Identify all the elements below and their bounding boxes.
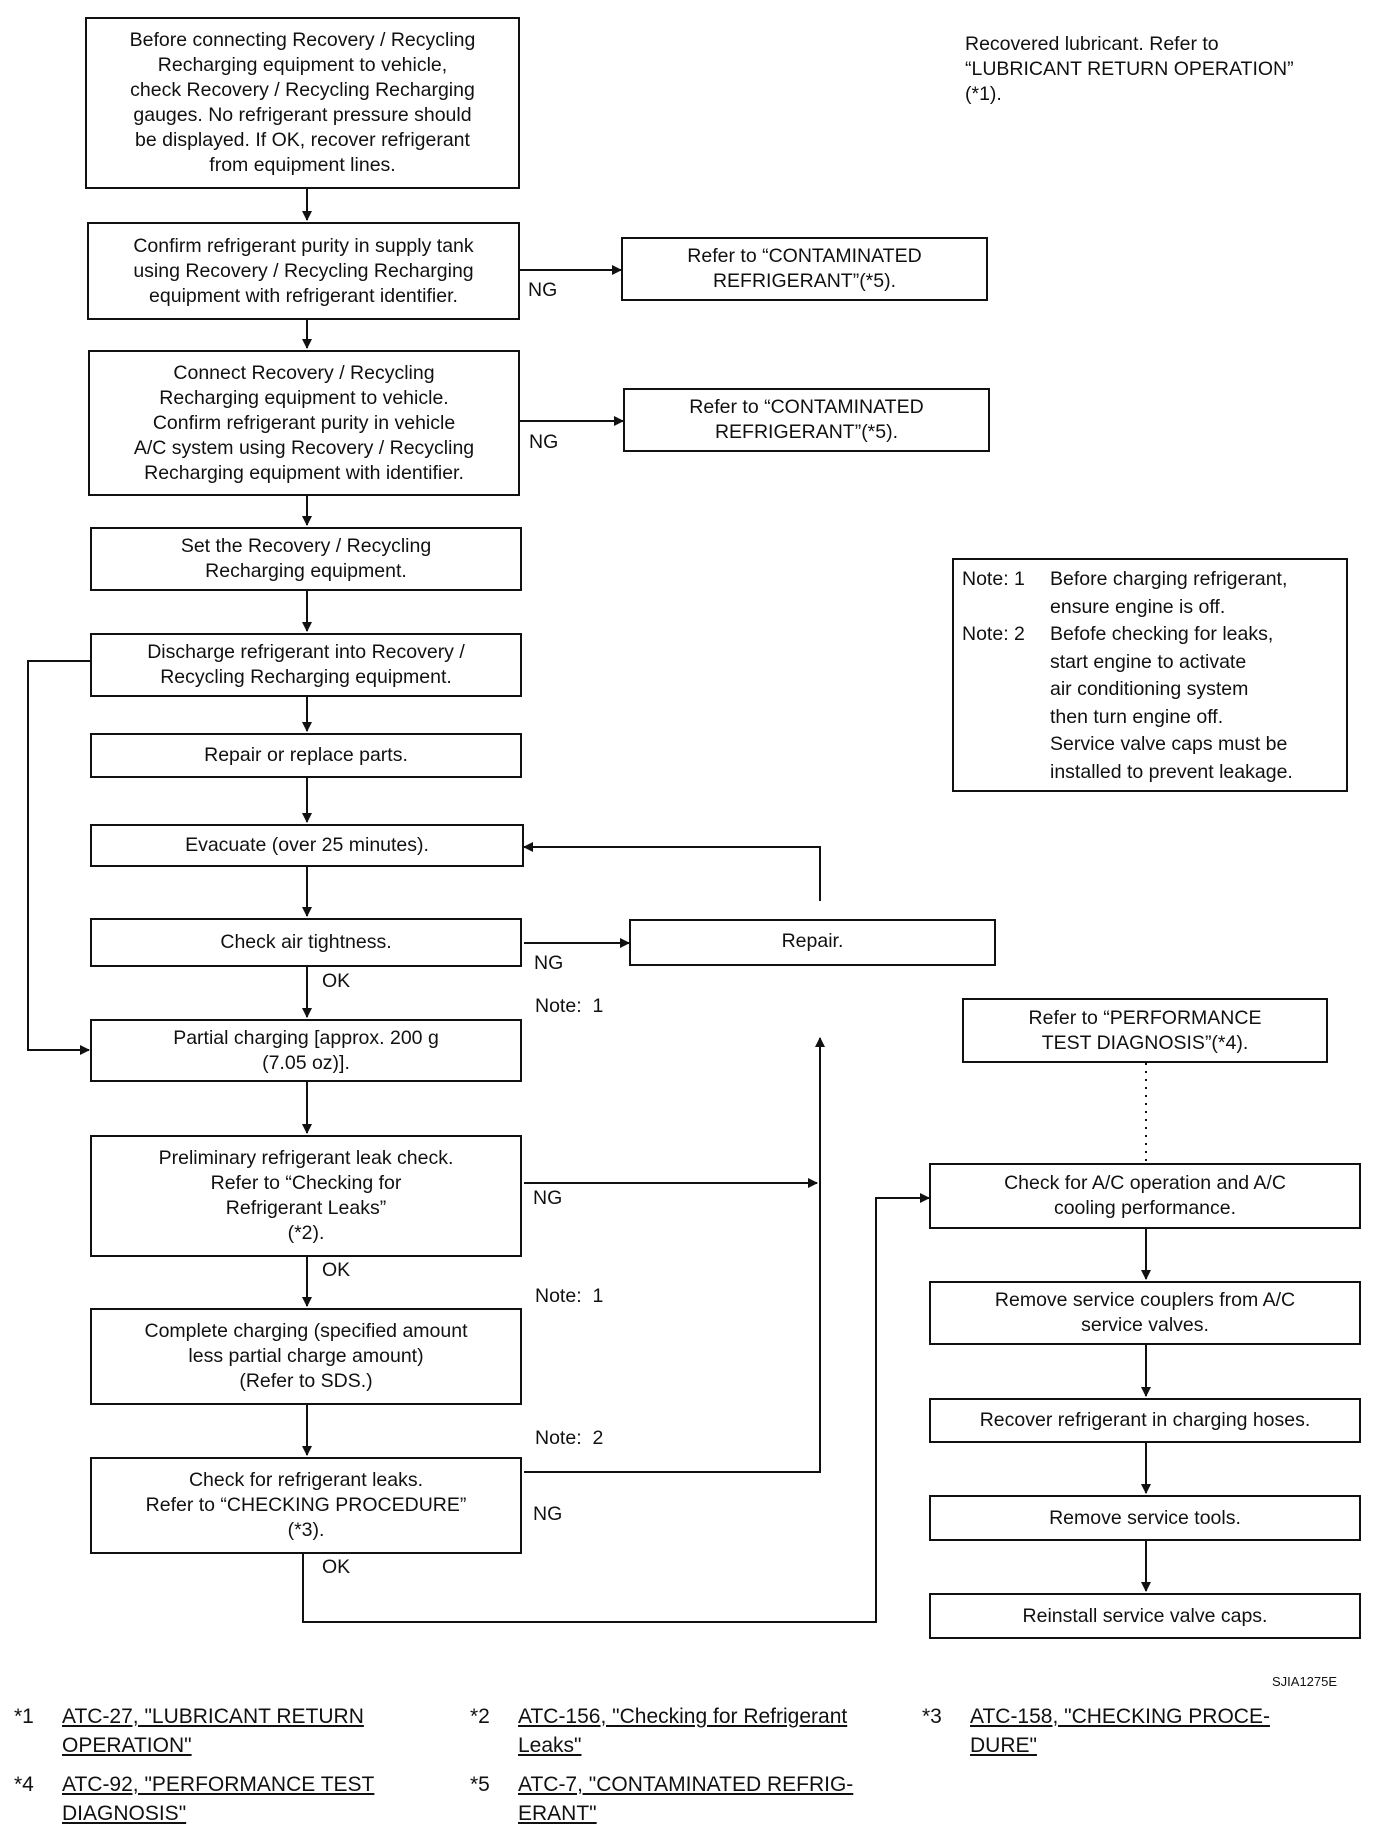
reference-item[interactable]: *4 ATC-92, "PERFORMANCE TEST DIAGNOSIS" bbox=[14, 1770, 444, 1830]
step-reinstall-valve-caps: Reinstall service valve caps. bbox=[929, 1593, 1361, 1639]
reference-link[interactable]: ATC-156, "Checking for Refrigerant Leaks… bbox=[518, 1705, 848, 1757]
note-1: Note: 1 Before charging refrigerant, ens… bbox=[962, 566, 1338, 621]
step-check-refrigerant-leaks: Check for refrigerant leaks. Refer to “C… bbox=[90, 1457, 522, 1554]
step-recover-refrigerant-hoses: Recover refrigerant in charging hoses. bbox=[929, 1398, 1361, 1443]
step-preliminary-leak-check: Preliminary refrigerant leak check. Refe… bbox=[90, 1135, 522, 1257]
contaminated-refrigerant-ref-1: Refer to “CONTAMINATED REFRIGERANT”(*5). bbox=[621, 237, 988, 301]
repair-return-line bbox=[523, 842, 821, 901]
reference-item[interactable]: *3 ATC-158, "CHECKING PROCE- DURE" bbox=[922, 1702, 1352, 1762]
step-connect-and-confirm-purity: Connect Recovery / Recycling Recharging … bbox=[88, 350, 520, 496]
step-repair-replace-parts: Repair or replace parts. bbox=[90, 733, 522, 778]
step-remove-service-couplers: Remove service couplers from A/C service… bbox=[929, 1281, 1361, 1345]
reference-key: *1 bbox=[14, 1705, 34, 1728]
note-label: Note: 1 bbox=[535, 1285, 604, 1307]
note-1-text: Before charging refrigerant, ensure engi… bbox=[1050, 568, 1288, 618]
step-repair: Repair. bbox=[629, 919, 996, 966]
performance-test-ref: Refer to “PERFORMANCE TEST DIAGNOSIS”(*4… bbox=[962, 998, 1328, 1063]
reference-link[interactable]: ATC-158, "CHECKING PROCE- DURE" bbox=[970, 1705, 1270, 1757]
step-check-air-tightness: Check air tightness. bbox=[90, 918, 522, 967]
note-2-text: Befofe checking for leaks, start engine … bbox=[1050, 623, 1293, 783]
reference-item[interactable]: *1 ATC-27, "LUBRICANT RETURN OPERATION" bbox=[14, 1702, 444, 1762]
reference-link[interactable]: ATC-7, "CONTAMINATED REFRIG- ERANT" bbox=[518, 1773, 854, 1825]
reference-key: *4 bbox=[14, 1773, 34, 1796]
contaminated-refrigerant-ref-2: Refer to “CONTAMINATED REFRIGERANT”(*5). bbox=[623, 388, 990, 452]
bypass-line bbox=[27, 660, 90, 1055]
ok-label: OK bbox=[322, 1556, 351, 1578]
ok-to-right-column bbox=[302, 1193, 930, 1623]
step-set-equipment: Set the Recovery / Recycling Recharging … bbox=[90, 527, 522, 591]
reference-item[interactable]: *2 ATC-156, "Checking for Refrigerant Le… bbox=[470, 1702, 900, 1762]
arrow-s12-ng bbox=[524, 1037, 825, 1473]
note-2: Note: 2 Befofe checking for leaks, start… bbox=[962, 621, 1338, 786]
step-complete-charging: Complete charging (specified amount less… bbox=[90, 1308, 522, 1405]
note-1-heading: Note: 1 bbox=[962, 568, 1025, 590]
step-check-gauges: Before connecting Recovery / Recycling R… bbox=[85, 17, 520, 189]
note-label: Note: 1 bbox=[535, 995, 604, 1017]
notes-box: Note: 1 Before charging refrigerant, ens… bbox=[952, 558, 1348, 792]
figure-id: SJIA1275E bbox=[1272, 1674, 1338, 1689]
ng-label: NG bbox=[529, 431, 559, 453]
reference-link[interactable]: ATC-92, "PERFORMANCE TEST DIAGNOSIS" bbox=[62, 1773, 375, 1825]
ng-label: NG bbox=[534, 952, 564, 974]
step-remove-service-tools: Remove service tools. bbox=[929, 1495, 1361, 1541]
reference-key: *5 bbox=[470, 1773, 490, 1796]
reference-link[interactable]: ATC-27, "LUBRICANT RETURN OPERATION" bbox=[62, 1705, 364, 1757]
lubricant-return-note: Recovered lubricant. Refer to “LUBRICANT… bbox=[965, 33, 1294, 105]
step-partial-charging: Partial charging [approx. 200 g (7.05 oz… bbox=[90, 1019, 522, 1082]
reference-key: *3 bbox=[922, 1705, 942, 1728]
step-check-ac-operation: Check for A/C operation and A/C cooling … bbox=[929, 1163, 1361, 1229]
reference-key: *2 bbox=[470, 1705, 490, 1728]
note-2-heading: Note: 2 bbox=[962, 623, 1025, 645]
ng-label: NG bbox=[533, 1187, 563, 1209]
reference-item[interactable]: *5 ATC-7, "CONTAMINATED REFRIG- ERANT" bbox=[470, 1770, 900, 1830]
ng-label: NG bbox=[533, 1503, 563, 1525]
step-confirm-supply-purity: Confirm refrigerant purity in supply tan… bbox=[87, 222, 520, 320]
step-discharge-refrigerant: Discharge refrigerant into Recovery / Re… bbox=[90, 633, 522, 697]
note-label: Note: 2 bbox=[535, 1427, 604, 1449]
ok-label: OK bbox=[322, 970, 351, 992]
ng-label: NG bbox=[528, 279, 558, 301]
step-evacuate: Evacuate (over 25 minutes). bbox=[90, 824, 524, 867]
ok-label: OK bbox=[322, 1259, 351, 1281]
